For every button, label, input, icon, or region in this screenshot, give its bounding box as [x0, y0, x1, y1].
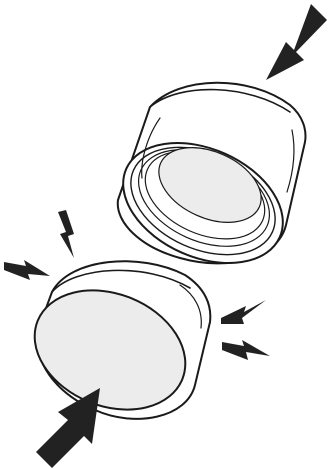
insert-side-highlight — [179, 284, 202, 329]
spark-left — [4, 260, 50, 280]
spark-top-left — [58, 210, 74, 258]
cap-side-highlight-2 — [286, 129, 295, 193]
spark-right-lower — [222, 340, 270, 360]
round-insert — [33, 260, 212, 420]
spark-right-upper — [221, 300, 266, 324]
insert-top-rim — [51, 269, 191, 293]
cap-top-rim — [149, 88, 291, 113]
cap-side-highlight — [141, 117, 161, 179]
cap-inner-face — [158, 147, 262, 223]
push-arrow-bottom-left — [36, 388, 100, 468]
push-arrow-top-right — [266, 4, 327, 80]
threaded-cap — [116, 81, 307, 265]
